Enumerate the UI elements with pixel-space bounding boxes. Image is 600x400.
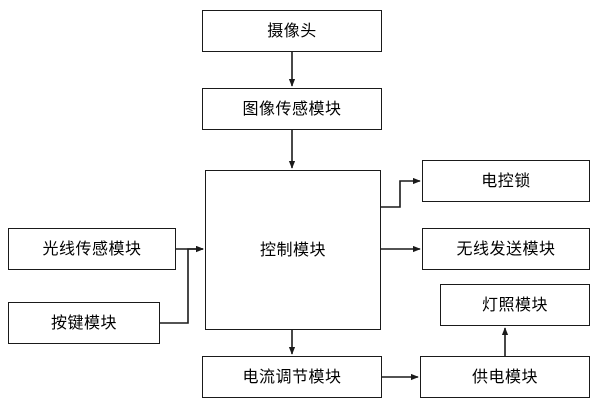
node-electronic-lock-label: 电控锁 — [481, 171, 531, 190]
node-camera[interactable]: 摄像头 — [202, 10, 382, 52]
node-key-module[interactable]: 按键模块 — [8, 302, 160, 344]
node-lighting-module-label: 灯照模块 — [481, 295, 548, 314]
node-control-module-label: 控制模块 — [259, 240, 326, 259]
node-lighting-module[interactable]: 灯照模块 — [440, 284, 590, 326]
edge-control-to-elec-lock — [381, 177, 421, 208]
node-image-sensor-module[interactable]: 图像传感模块 — [202, 88, 382, 130]
node-wireless-transmit-module-label: 无线发送模块 — [456, 239, 556, 258]
node-light-sensor-module-label: 光线传感模块 — [42, 239, 142, 258]
node-key-module-label: 按键模块 — [50, 313, 117, 332]
node-electronic-lock[interactable]: 电控锁 — [422, 160, 590, 202]
node-power-supply-module-label: 供电模块 — [471, 367, 538, 386]
node-image-sensor-module-label: 图像传感模块 — [242, 99, 342, 118]
node-light-sensor-module[interactable]: 光线传感模块 — [8, 228, 176, 270]
node-power-supply-module[interactable]: 供电模块 — [420, 356, 590, 398]
node-current-adjust-module-label: 电流调节模块 — [242, 367, 342, 386]
node-control-module[interactable]: 控制模块 — [205, 170, 381, 330]
node-camera-label: 摄像头 — [267, 21, 317, 40]
node-current-adjust-module[interactable]: 电流调节模块 — [202, 356, 382, 398]
node-wireless-transmit-module[interactable]: 无线发送模块 — [422, 228, 590, 270]
